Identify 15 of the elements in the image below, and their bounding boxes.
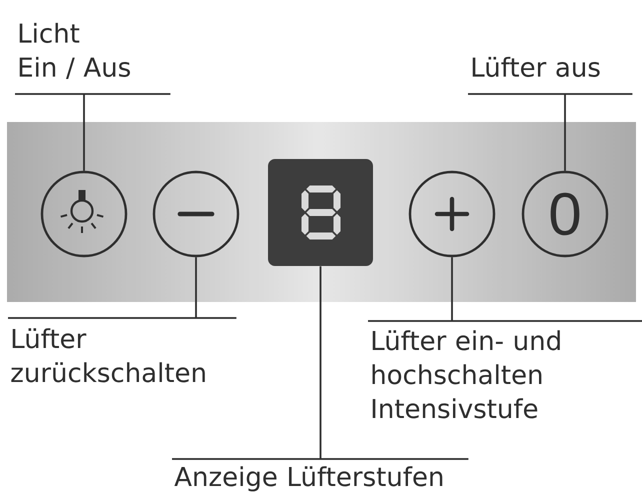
callout-label: Lüfter aus [468, 56, 632, 95]
round-button: 0 [522, 170, 608, 258]
callout-label: Lüfter ein- und hochschalten Intensivstufe [368, 320, 642, 418]
leader-line [451, 257, 453, 321]
round-button [408, 170, 496, 258]
callout-label: Lüfter zurückschalten [8, 317, 236, 382]
display-screen [268, 159, 373, 266]
round-button [152, 170, 240, 258]
leader-line [83, 94, 85, 171]
leader-line [320, 266, 322, 459]
round-button [40, 170, 128, 258]
callout-label: Anzeige Lüfterstufen [172, 458, 468, 492]
leader-line [564, 94, 566, 171]
callout-label: Licht Ein / Aus [15, 22, 170, 95]
leader-line [195, 257, 197, 318]
